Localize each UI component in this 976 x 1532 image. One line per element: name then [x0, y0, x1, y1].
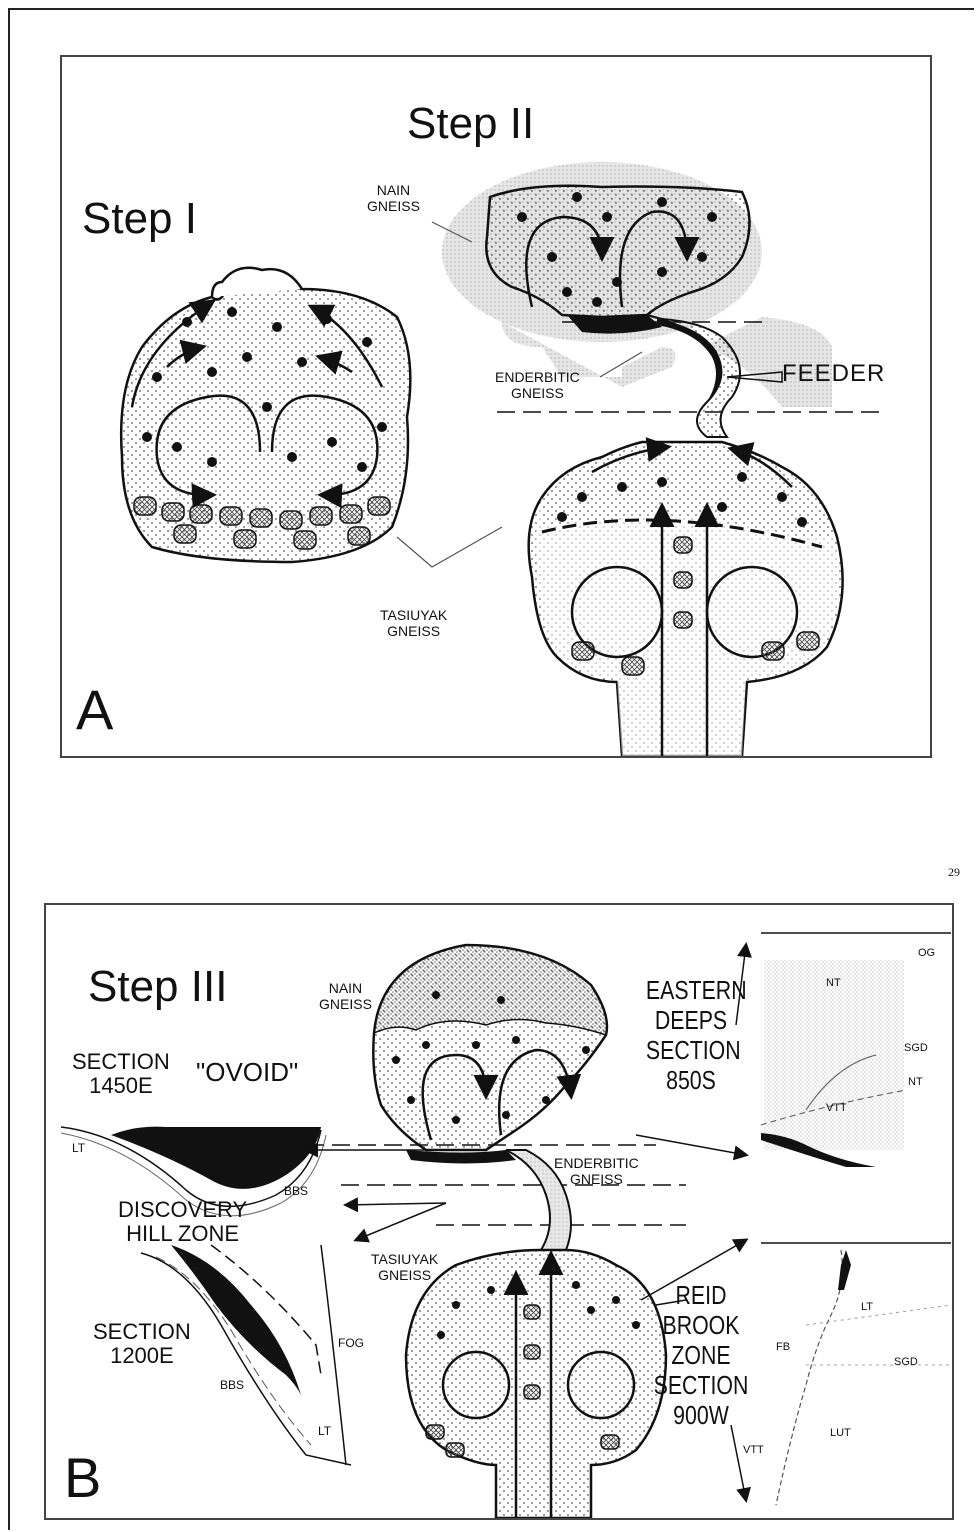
- bbs-label-top: BBS: [284, 1185, 308, 1197]
- panel-a-letter: A: [76, 682, 113, 738]
- sgd-label-bottom: SGD: [894, 1357, 918, 1368]
- fb-label: FB: [776, 1342, 790, 1353]
- sgd-label-top: SGD: [904, 1043, 928, 1054]
- lt-label-left: LT: [72, 1142, 85, 1154]
- lut-label: LUT: [830, 1428, 851, 1439]
- bbs-label-bottom: BBS: [220, 1379, 244, 1391]
- ovoid-label: "OVOID": [196, 1060, 298, 1084]
- nt-label-top: NT: [826, 978, 841, 989]
- panel-a-drawing: [62, 57, 930, 756]
- step2-title: Step II: [407, 102, 534, 146]
- lt-label-bottom: LT: [318, 1425, 331, 1437]
- vtt-label-top: VTT: [826, 1103, 847, 1114]
- step3-upper-chamber: [373, 945, 607, 1164]
- page-number: 29: [948, 865, 960, 880]
- step1-intrusion: [121, 268, 410, 562]
- nt-label-mid: NT: [908, 1077, 923, 1088]
- fog-label: FOG: [338, 1337, 364, 1349]
- step3-lower-chamber: [406, 1250, 666, 1518]
- reid-brook-section: [761, 1243, 951, 1505]
- og-label: OG: [918, 948, 935, 959]
- eastern-deeps-section: [761, 933, 951, 1193]
- feeder-label: FEEDER: [782, 362, 885, 386]
- step1-title: Step I: [82, 197, 197, 241]
- panel-b-letter: B: [64, 1450, 101, 1506]
- vtt-label-bottom: VTT: [743, 1445, 764, 1456]
- lt-label-right: LT: [861, 1302, 873, 1313]
- step2-lower-chamber: [529, 442, 843, 756]
- step3-title: Step III: [88, 965, 227, 1009]
